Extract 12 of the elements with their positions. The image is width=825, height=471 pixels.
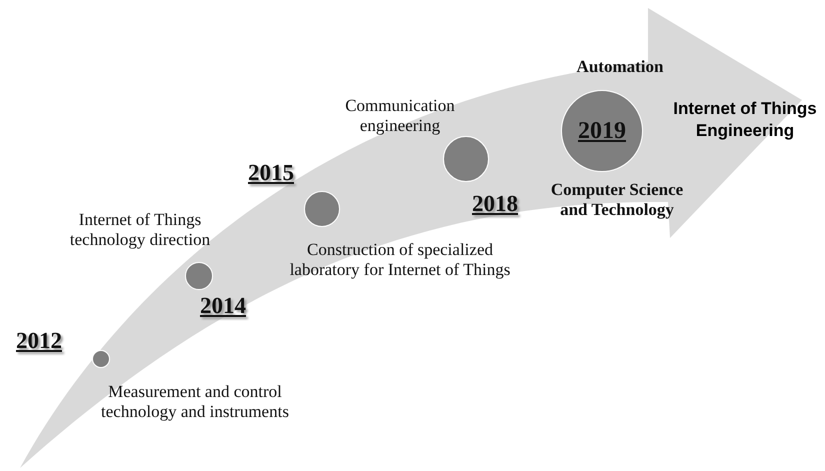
milestone-label: Measurement and control technology and instruments — [100, 382, 290, 422]
milestone-label: Internet of Things technology direction — [68, 210, 212, 250]
year-label: 2012 — [15, 328, 63, 354]
milestone-label: Computer Science and Technology — [550, 180, 684, 220]
milestone-label: Construction of specialized laboratory for Internet of Things — [288, 240, 512, 280]
milestone-label: Automation — [576, 57, 664, 77]
goal-label: Internet of Things Engineering — [672, 98, 818, 142]
year-label: 2018 — [471, 191, 519, 218]
year-label: 2014 — [199, 293, 247, 320]
milestone-label: Communication engineering — [344, 96, 456, 136]
year-label: 2015 — [247, 160, 295, 186]
year-label: 2019 — [578, 118, 626, 144]
